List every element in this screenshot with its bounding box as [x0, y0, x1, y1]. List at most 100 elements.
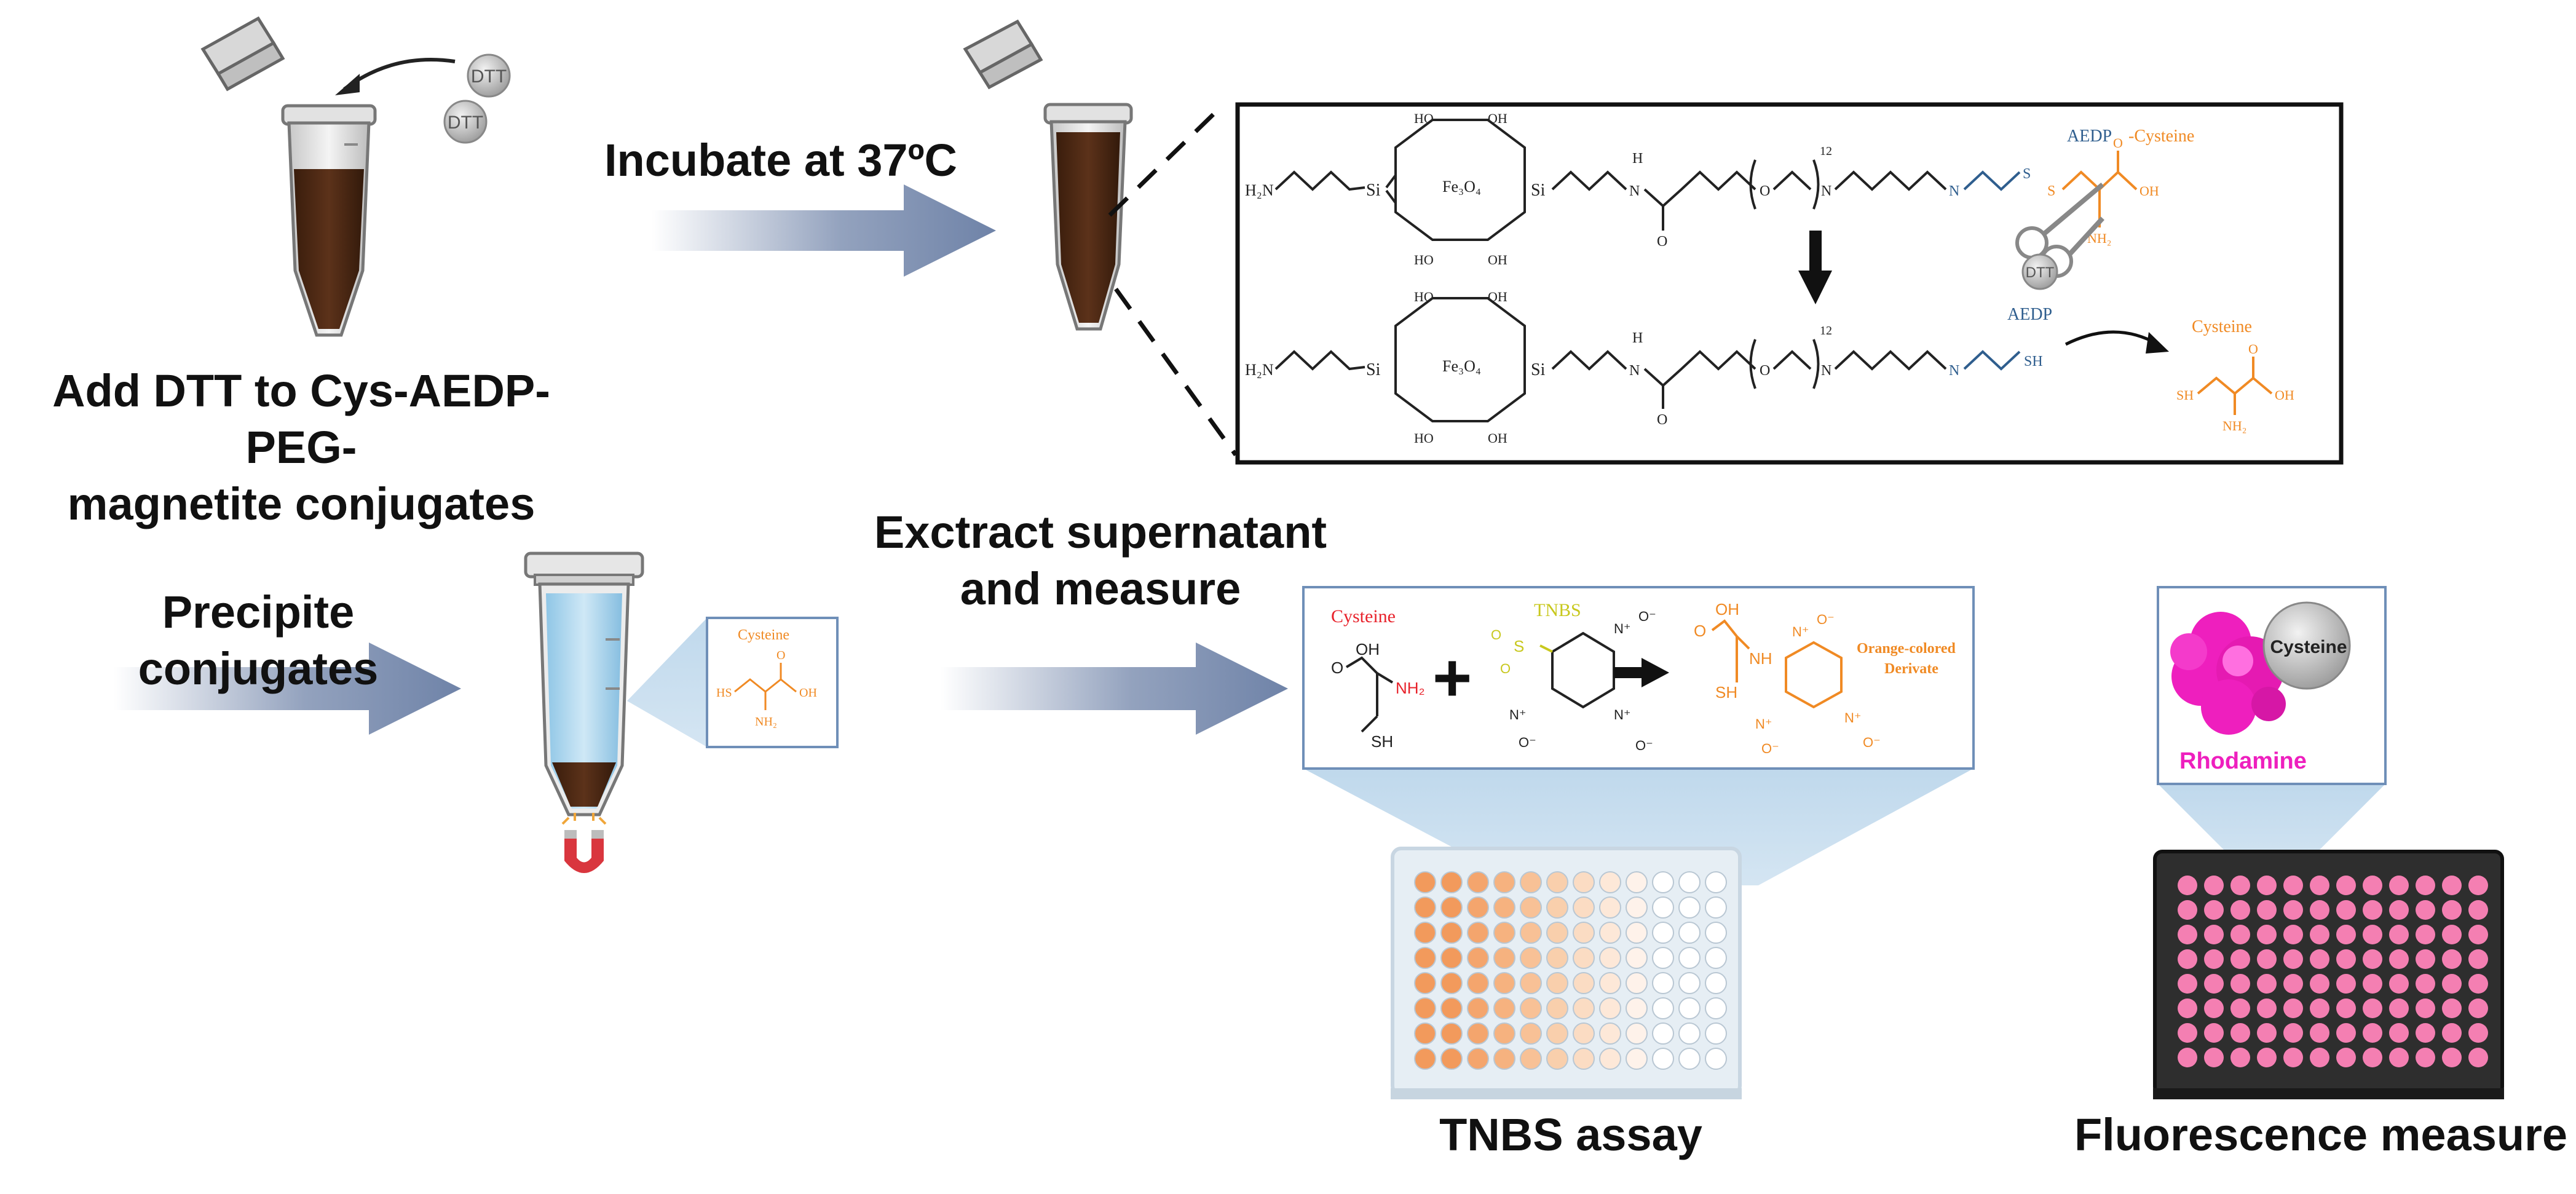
- tnbs-well: [1440, 922, 1463, 944]
- fluorescence-well: [2310, 1048, 2329, 1067]
- tnbs-well: [1520, 1048, 1542, 1070]
- fluorescence-well-plate: [2153, 850, 2504, 1099]
- tnbs-well: [1467, 871, 1489, 893]
- n-label-1c: N: [1949, 183, 1959, 199]
- tnbs-product-nplus-3: N⁺: [1844, 710, 1862, 725]
- fluorescence-well: [2283, 1048, 2303, 1067]
- tnbs-well: [1626, 922, 1648, 944]
- o-label-2a: O: [1657, 412, 1667, 428]
- sh-label-3: SH: [2176, 387, 2194, 403]
- fluorescence-well: [2230, 876, 2250, 895]
- tnbs-well: [1626, 871, 1648, 893]
- fluorescence-well: [2336, 974, 2356, 994]
- fluorescence-well: [2442, 925, 2462, 944]
- released-cysteine: Cysteine SH O OH NH₂: [2176, 317, 2294, 433]
- fluorescence-well: [2204, 949, 2224, 969]
- tnbs-well: [1467, 947, 1489, 969]
- fluorescence-well: [2336, 876, 2356, 895]
- fluorescence-well: [2283, 925, 2303, 944]
- tnbs-well: [1599, 947, 1621, 969]
- cysteine-inset-nh2: NH₂: [755, 715, 777, 729]
- sh-label-2: SH: [2024, 354, 2043, 370]
- si-label-1b: Si: [1531, 181, 1546, 200]
- fluorescence-well: [2204, 974, 2224, 994]
- fluorescence-well: [2178, 998, 2197, 1018]
- fluorescence-well: [2363, 925, 2382, 944]
- cysteine-inset-o: O: [776, 649, 785, 662]
- fluorescence-well: [2310, 925, 2329, 944]
- tnbs-well: [1678, 871, 1701, 893]
- cysteine-suffix-label: -Cysteine: [2128, 127, 2194, 146]
- fluorescence-well: [2468, 1023, 2488, 1043]
- fluorescence-well: [2204, 1023, 2224, 1043]
- fluorescence-well: [2363, 998, 2382, 1018]
- tnbs-well: [1626, 972, 1648, 994]
- tnbs-well: [1573, 871, 1595, 893]
- tnbs-well: [1546, 997, 1568, 1019]
- fluorescence-well: [2442, 876, 2462, 895]
- tnbs-well: [1520, 1022, 1542, 1045]
- tnbs-well: [1546, 871, 1568, 893]
- step-label-incubate: Incubate at 37ºC: [604, 135, 957, 186]
- fluorescence-well: [2310, 974, 2329, 994]
- oh-label-3: OH: [2275, 387, 2294, 403]
- fluorescence-well: [2178, 900, 2197, 920]
- si-label-1a: Si: [1366, 181, 1381, 200]
- fluorescence-well: [2468, 949, 2488, 969]
- fluorescence-well: [2416, 1048, 2435, 1067]
- fluorescence-well: [2442, 949, 2462, 969]
- tnbs-well: [1705, 896, 1727, 919]
- callout-line-top: [1108, 103, 1225, 217]
- fluorescence-well: [2363, 974, 2382, 994]
- fluorescence-well: [2389, 900, 2409, 920]
- o-label-2b: O: [1760, 363, 1770, 379]
- o-label-3: O: [2248, 341, 2258, 357]
- fluorescence-well: [2204, 998, 2224, 1018]
- o-label-1a: O: [1657, 234, 1667, 250]
- tnbs-well: [1678, 972, 1701, 994]
- tnbs-well: [1440, 972, 1463, 994]
- fluorescence-well: [2230, 974, 2250, 994]
- n-label-1b: N: [1821, 183, 1831, 199]
- reaction-scheme-box: [1235, 102, 2344, 465]
- fluorescence-well: [2257, 1023, 2277, 1043]
- tube-open-1: [200, 16, 377, 337]
- o-label-1b: O: [1760, 183, 1770, 199]
- fluorescence-well: [2257, 925, 2277, 944]
- tnbs-well: [1414, 947, 1436, 969]
- tnbs-well-plate: [1391, 847, 1742, 1099]
- tnbs-well: [1705, 1022, 1727, 1045]
- process-arrow-1: [652, 184, 996, 277]
- tnbs-well: [1520, 896, 1542, 919]
- fluorescence-well: [2230, 998, 2250, 1018]
- reaction-down-arrow: [1798, 231, 1832, 304]
- dtt-label-2: DTT: [448, 113, 483, 133]
- tnbs-well: [1626, 896, 1648, 919]
- fluorescence-well: [2178, 949, 2197, 969]
- cysteine-inset-title: Cysteine: [738, 627, 789, 643]
- tnbs-well: [1493, 896, 1515, 919]
- tnbs-well: [1440, 947, 1463, 969]
- tnbs-well: [1493, 871, 1515, 893]
- tnbs-well: [1573, 1048, 1595, 1070]
- fluorescence-well: [2389, 1023, 2409, 1043]
- fluorescence-well: [2416, 1023, 2435, 1043]
- tnbs-well: [1414, 896, 1436, 919]
- tnbs-product-ominus-3: O⁻: [1863, 735, 1881, 750]
- s-label-1a: S: [2023, 166, 2031, 182]
- fluorescence-well: [2389, 998, 2409, 1018]
- tnbs-well: [1652, 972, 1674, 994]
- cysteine-inset-sh: HS: [716, 686, 732, 700]
- fluorescence-well: [2283, 949, 2303, 969]
- dtt-label-1: DTT: [471, 66, 507, 87]
- tnbs-well: [1520, 947, 1542, 969]
- aedp-label-2: AEDP: [2007, 305, 2052, 324]
- fluorescence-well: [2363, 876, 2382, 895]
- fluorescence-well: [2468, 876, 2488, 895]
- tnbs-nplus-2: N⁺: [1509, 707, 1527, 722]
- fluorescence-well: [2257, 876, 2277, 895]
- n-label-2a: N: [1629, 363, 1640, 379]
- oh-label-2b: OH: [1488, 430, 1507, 446]
- tnbs-wells: [1414, 871, 1727, 1070]
- tnbs-well: [1573, 922, 1595, 944]
